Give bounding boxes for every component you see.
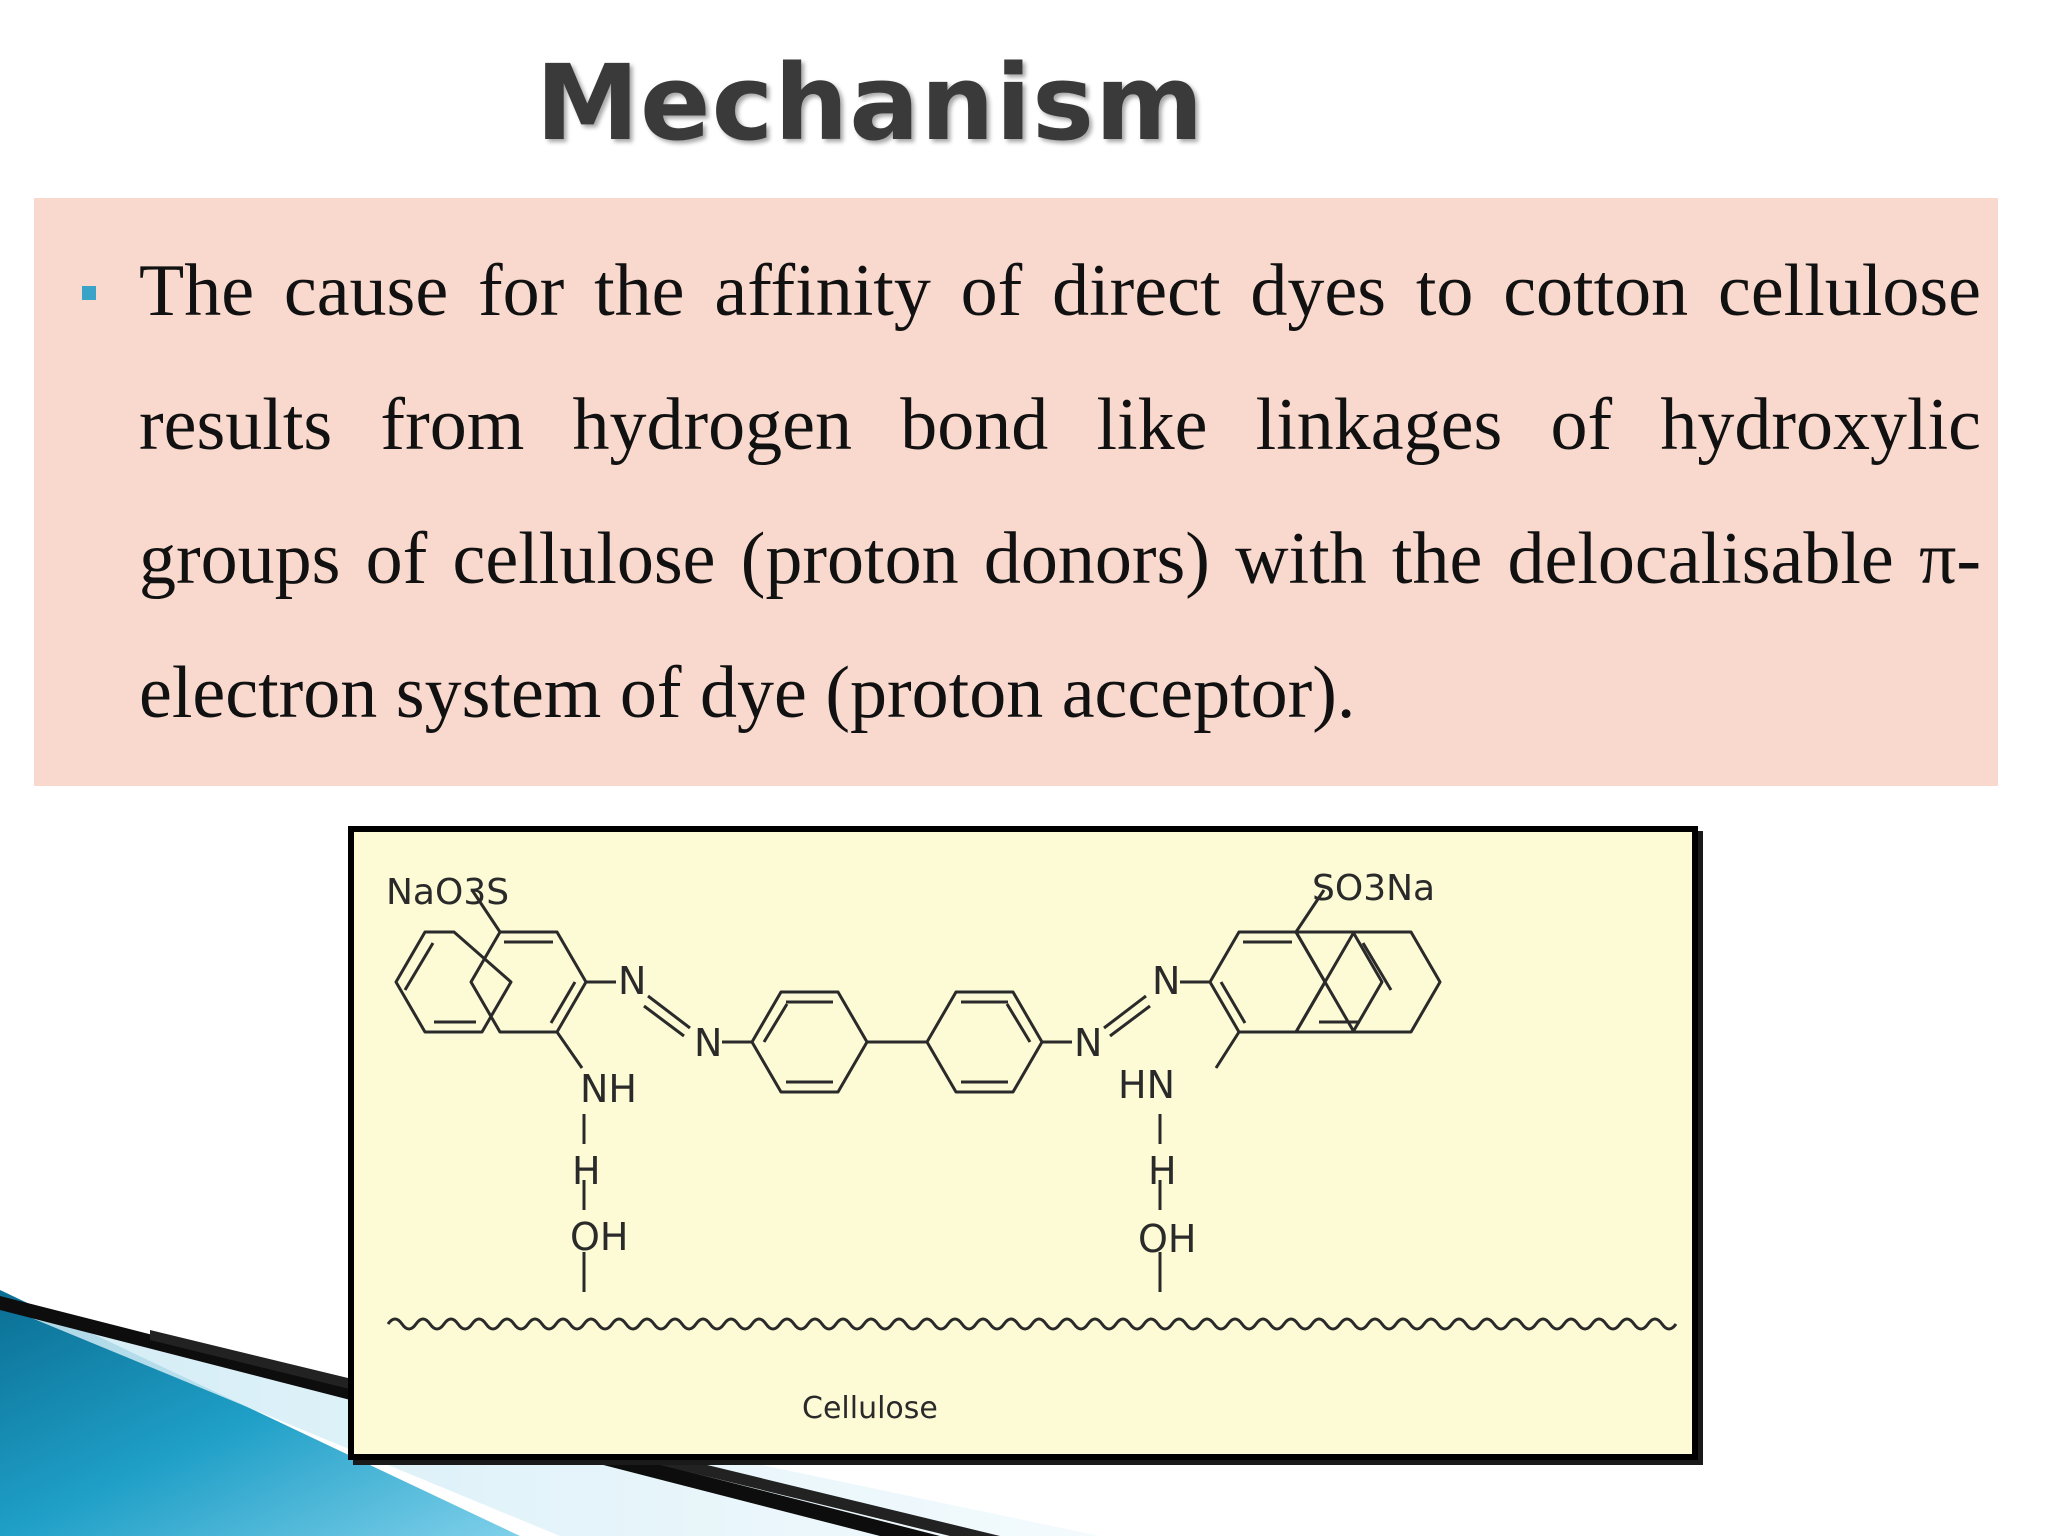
bullet-text: The cause for the affinity of direct dye…: [139, 250, 1981, 734]
azo-n-label-3: N: [1074, 1021, 1102, 1065]
azo-n-label-1: N: [618, 959, 646, 1003]
right-amine-label: HN: [1118, 1063, 1175, 1107]
azo-n-label-2: N: [694, 1021, 722, 1065]
dye-cellulose-structure: NaO3S SO3Na N N N N NH HN H H OH OH Cell…: [386, 868, 1678, 1426]
left-sulfonate-label: NaO3S: [386, 872, 509, 913]
cellulose-chain-line: [386, 1317, 1678, 1331]
chemical-structure-diagram: NaO3S SO3Na N N N N NH HN H H OH OH Cell…: [348, 826, 1698, 1460]
cellulose-label: Cellulose: [802, 1391, 938, 1426]
left-hydroxyl-label: OH: [570, 1215, 628, 1259]
left-hydrogen-label: H: [572, 1149, 601, 1193]
slide-title: Mechanism: [535, 42, 1205, 164]
right-sulfonate-label: SO3Na: [1312, 868, 1435, 909]
right-hydroxyl-label: OH: [1138, 1217, 1196, 1261]
left-amine-label: NH: [580, 1067, 637, 1111]
bullet-text-box: The cause for the affinity of direct dye…: [34, 198, 1998, 786]
azo-n-label-4: N: [1152, 959, 1180, 1003]
bullet-marker-icon: [82, 286, 96, 300]
right-hydrogen-label: H: [1148, 1149, 1177, 1193]
